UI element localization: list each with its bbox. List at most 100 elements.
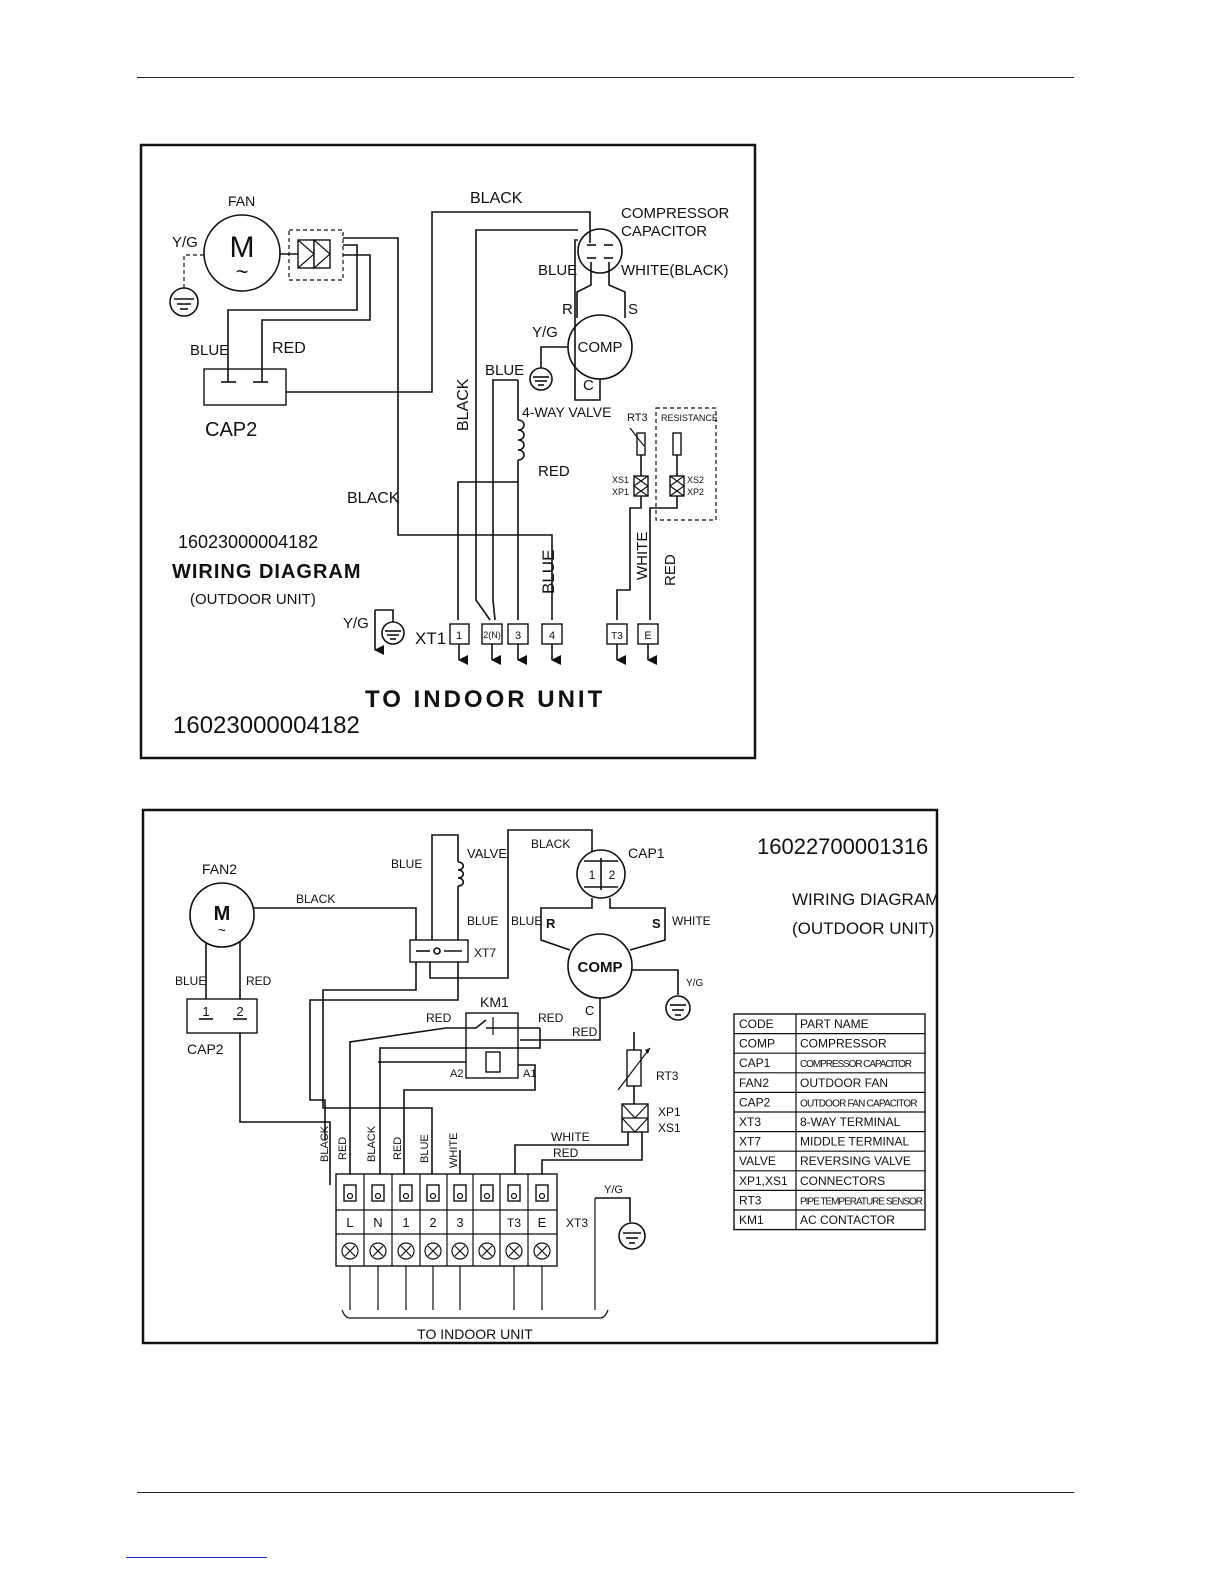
rt3-2-label: RT3 <box>656 1069 679 1083</box>
terminal-label: 3 <box>515 630 521 642</box>
xt3-terminal-2: 2 <box>429 1215 436 1230</box>
xs1-xp1-connector-icon <box>632 475 650 497</box>
comp2-c-label: C <box>585 1003 594 1018</box>
valve-red-wire <box>457 481 518 620</box>
fan-connector-icon <box>280 239 331 269</box>
comp-c-label: C <box>583 377 594 394</box>
comp-cap-label-1: COMPRESSOR <box>621 205 730 222</box>
diagram-2-code: 16022700001316 <box>757 834 928 859</box>
cap2-pin-2: 2 <box>236 1004 243 1019</box>
rt3-label: RT3 <box>627 412 648 424</box>
comp-white-wire <box>609 898 666 951</box>
four-way-valve-label: 4-WAY VALVE <box>522 404 611 420</box>
footer-link-underline <box>126 1557 267 1558</box>
xt3-screws <box>343 1184 549 1202</box>
comp2-label: COMP <box>578 959 623 976</box>
legend-part-name-cell: 8-WAY TERMINAL <box>800 1115 901 1129</box>
valve-coil-icon-2 <box>457 861 465 887</box>
footer-rule <box>137 1492 1074 1493</box>
xt1-terminal-3: 3 <box>507 623 529 665</box>
xp1-2-label: XP1 <box>658 1105 681 1119</box>
fan-label: FAN <box>228 193 255 209</box>
fan2-black-wire <box>254 907 417 944</box>
km1-a2-label: A2 <box>450 1068 463 1080</box>
rt3-white-wire-2 <box>514 1132 629 1185</box>
km1-contactor-icon <box>446 1017 540 1073</box>
comp-cap-label-2: CAPACITOR <box>621 223 707 240</box>
xt7-blue-wire <box>322 962 433 1185</box>
wire-label-white: WHITE <box>448 1133 460 1168</box>
cap1-pin-2: 2 <box>609 868 616 882</box>
comp-black-wire <box>475 229 578 621</box>
legend-code-cell: KM1 <box>739 1213 764 1227</box>
wire-label-black-2: BLACK <box>366 1125 378 1162</box>
comp2-s-label: S <box>652 916 661 931</box>
xt3-label: XT3 <box>566 1216 588 1230</box>
header-rule <box>137 77 1074 78</box>
comp-cap-blue-label: BLUE <box>538 262 577 279</box>
valve-label: VALVE <box>467 846 507 861</box>
terminal-ground-icon <box>381 621 405 645</box>
fan2-red-label: RED <box>246 974 272 988</box>
motor-tilde: ~ <box>236 259 249 284</box>
diagram-1-subtitle: (OUTDOOR UNIT) <box>190 591 316 608</box>
black-top-label: BLACK <box>470 190 523 207</box>
resistance-outline <box>655 407 717 521</box>
white-vertical-label: WHITE <box>634 532 651 580</box>
legend-code-cell: CAP1 <box>739 1056 771 1070</box>
terminal-label: 1 <box>456 630 462 642</box>
legend-code-cell: XP1,XS1 <box>739 1174 788 1188</box>
comp-r-label: R <box>562 301 573 318</box>
xt7-to-l-wire <box>309 962 459 1140</box>
km1-red-left-label: RED <box>426 1011 452 1025</box>
fan2-label: FAN2 <box>202 861 237 877</box>
fan-blue-wire <box>227 244 358 382</box>
xp1-label: XP1 <box>612 487 629 497</box>
wiring-diagram-2: 16022700001316 WIRING DIAGRAM (OUTDOOR U… <box>141 808 939 1345</box>
xt3-terminal-screw-icons <box>341 1242 551 1260</box>
valve-blue-label-1: BLUE <box>391 857 422 871</box>
valve-blue-wire <box>492 379 518 621</box>
cap2-2-capacitor-icon: 1 2 <box>199 1004 247 1020</box>
legend-code-cell: XT3 <box>739 1115 761 1129</box>
black-vertical-label: BLACK <box>455 378 472 431</box>
cap1-pin-1: 1 <box>589 868 596 882</box>
fan2-tilde: ~ <box>218 922 226 938</box>
xt1-terminal-t3: T3 <box>606 623 628 665</box>
legend-code-cell: CAP2 <box>739 1095 771 1109</box>
cap2-pin-1: 1 <box>202 1004 209 1019</box>
comp-white-label: WHITE <box>672 914 711 928</box>
cap1-black-wire <box>429 829 593 979</box>
rt3-sensor-icon <box>629 427 646 476</box>
comp-ground-icon <box>529 367 553 391</box>
xt3-terminal-3: 3 <box>456 1215 463 1230</box>
ground-yg-wire <box>375 609 394 622</box>
comp-blue-label: BLUE <box>511 914 542 928</box>
to-indoor-unit-label-2: TO INDOOR UNIT <box>417 1326 533 1342</box>
cap2-blue-label: BLUE <box>190 342 229 359</box>
diagram-2-subtitle: (OUTDOOR UNIT) <box>792 919 935 938</box>
cap1-capacitor-icon: 1 2 <box>576 849 626 899</box>
cap2-label: CAP2 <box>205 419 257 441</box>
xt3-terminal-labels: L N 1 2 3 T3 E <box>346 1215 546 1230</box>
comp-ground-wire <box>540 346 568 368</box>
resistance-icon <box>672 432 682 476</box>
fan2-m-symbol: M <box>214 903 231 925</box>
legend-part-name-cell: OUTDOOR FAN CAPACITOR <box>800 1098 918 1109</box>
xt3-yg-label: Y/G <box>604 1184 623 1196</box>
legend-part-name-cell: AC CONTACTOR <box>800 1213 895 1227</box>
xt3-terminal-l: L <box>346 1215 353 1230</box>
xt3-terminal-e: E <box>538 1215 547 1230</box>
legend-code-cell: RT3 <box>739 1193 762 1207</box>
wiring-diagram-1: M ~ FAN Y/G BLUE RED CAP2 <box>139 143 757 760</box>
cap2-red-wire <box>239 1033 331 1185</box>
comp-cap-white-label: WHITE(BLACK) <box>621 262 729 279</box>
xt1-terminal-1: 1 <box>449 623 470 665</box>
comp2-r-label: R <box>546 916 556 931</box>
xt3-ground-icon <box>618 1222 646 1250</box>
comp2-c-wire <box>520 998 601 1041</box>
legend-header-part-name: PART NAME <box>800 1017 869 1031</box>
xs1-2-label: XS1 <box>658 1121 681 1135</box>
km1-red-c-label: RED <box>572 1025 598 1039</box>
